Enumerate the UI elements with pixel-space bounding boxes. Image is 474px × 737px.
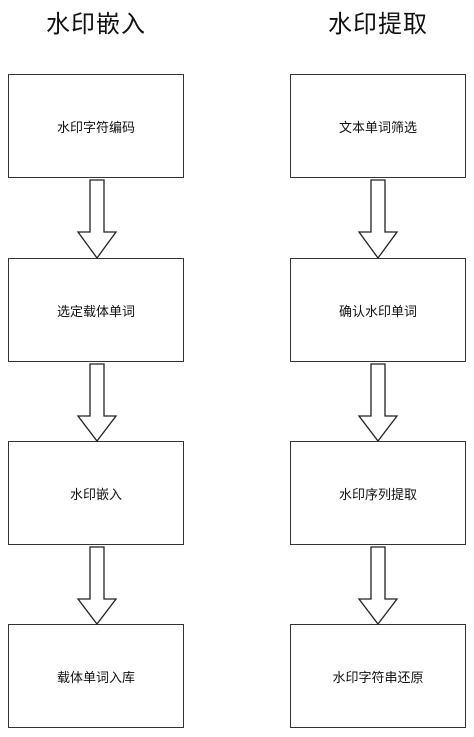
step-label: 载体单词入库 <box>56 670 135 686</box>
step-box-text-word-filtering: 文本单词筛选 <box>290 74 466 178</box>
down-arrow-icon <box>76 363 118 443</box>
step-label: 文本单词筛选 <box>338 120 417 136</box>
step-box-watermark-sequence-extraction: 水印序列提取 <box>290 441 466 545</box>
step-box-watermark-embedding: 水印嵌入 <box>8 441 184 545</box>
extraction-column-title: 水印提取 <box>328 10 428 38</box>
down-arrow-icon <box>357 546 399 626</box>
step-label: 水印序列提取 <box>338 487 417 503</box>
embedding-column-title: 水印嵌入 <box>46 10 146 38</box>
step-label: 确认水印单词 <box>338 304 417 320</box>
down-arrow-icon <box>357 363 399 443</box>
step-box-carrier-words-storage: 载体单词入库 <box>8 624 184 728</box>
step-label: 水印字符串还原 <box>332 670 424 686</box>
down-arrow-icon <box>76 546 118 626</box>
step-box-watermark-string-restoration: 水印字符串还原 <box>290 624 466 728</box>
step-label: 水印嵌入 <box>69 487 122 503</box>
step-box-character-encoding: 水印字符编码 <box>8 74 184 178</box>
step-label: 水印字符编码 <box>56 120 135 136</box>
step-label: 选定载体单词 <box>56 304 135 320</box>
down-arrow-icon <box>76 179 118 260</box>
down-arrow-icon <box>357 179 399 260</box>
step-box-confirm-watermark-words: 确认水印单词 <box>290 258 466 362</box>
step-box-select-carrier-words: 选定载体单词 <box>8 258 184 362</box>
